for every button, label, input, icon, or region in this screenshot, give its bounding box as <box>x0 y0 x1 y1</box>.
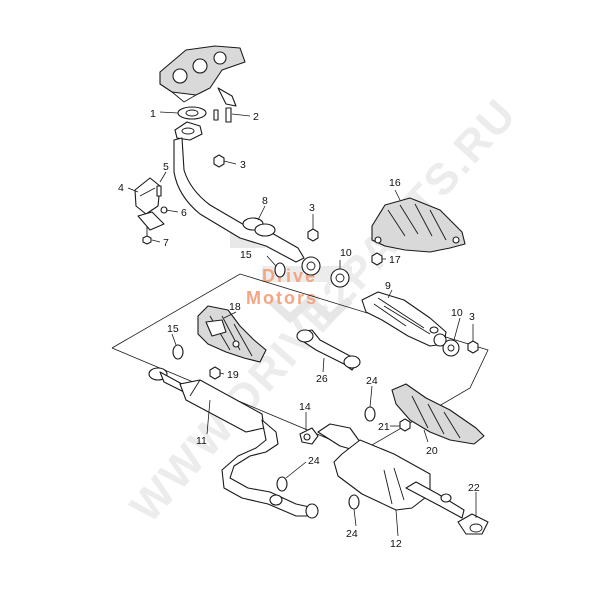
rubber-mount-lower <box>172 344 184 360</box>
stud-bolts <box>213 107 232 123</box>
callout-1: 1 <box>150 108 156 120</box>
rubber-mount-24-mid <box>276 476 288 492</box>
callout-24-mid: 24 <box>308 455 320 467</box>
callout-19: 19 <box>227 369 239 381</box>
callout-26: 26 <box>316 373 328 385</box>
callout-16: 16 <box>389 177 401 189</box>
center-muffler-pipe <box>148 367 319 519</box>
leader-lines <box>127 111 477 537</box>
heat-shield-nut <box>371 252 383 266</box>
gasket-front-converter <box>301 256 321 276</box>
rubber-mount-24-bottom <box>348 494 360 510</box>
callout-18: 18 <box>229 301 241 313</box>
callout-3-top: 3 <box>240 159 246 171</box>
hanger-bracket <box>134 177 168 245</box>
gasket-rear-converter <box>442 339 460 357</box>
flange-nut <box>213 154 225 168</box>
callout-22: 22 <box>468 482 480 494</box>
heat-shield-rear-nut <box>399 418 411 432</box>
callout-6: 6 <box>181 207 187 219</box>
callout-10-upper: 10 <box>340 247 352 259</box>
gasket-mid <box>330 268 350 288</box>
callout-3-mid: 3 <box>309 202 315 214</box>
watermark-logo-line2: Motors <box>246 288 318 308</box>
intermediate-pipe-short <box>296 329 361 371</box>
callout-3-right: 3 <box>469 311 475 323</box>
rear-muffler <box>317 423 465 519</box>
callout-labels: 1 2 3 4 5 6 7 8 3 15 10 16 17 9 10 3 18 … <box>118 108 480 550</box>
hanger-clip <box>299 427 319 445</box>
callout-24-bottom: 24 <box>346 528 358 540</box>
heat-shield-upper <box>371 197 466 253</box>
callout-15-lower: 15 <box>167 323 179 335</box>
catalytic-converter <box>361 291 447 347</box>
callout-21: 21 <box>378 421 390 433</box>
tail-pipe-tip <box>457 513 489 535</box>
heat-shield-lower <box>197 305 267 363</box>
nut-converter-rear <box>467 340 479 354</box>
callout-9: 9 <box>385 280 391 292</box>
callout-24-top: 24 <box>366 375 378 387</box>
callout-7: 7 <box>163 237 169 249</box>
callout-12: 12 <box>390 538 402 550</box>
exhaust-manifold <box>159 45 246 107</box>
callout-11: 11 <box>196 435 207 447</box>
callout-4: 4 <box>118 182 124 194</box>
callout-5: 5 <box>163 161 169 173</box>
front-pipe-flange <box>174 121 203 141</box>
callout-20: 20 <box>426 445 438 457</box>
callout-17: 17 <box>389 254 401 266</box>
heat-shield-lower-nut <box>209 366 221 380</box>
manifold-gasket <box>177 106 207 120</box>
nut-front-pipe <box>307 228 319 242</box>
callout-14: 14 <box>299 401 311 413</box>
rubber-mount-upper <box>274 262 286 278</box>
callout-2: 2 <box>253 111 259 123</box>
rubber-mount-24-top <box>364 406 376 422</box>
heat-shield-rear <box>391 383 485 445</box>
callout-8: 8 <box>262 195 268 207</box>
assembly-frame <box>111 273 489 453</box>
callout-15-upper: 15 <box>240 249 252 261</box>
callout-10-lower: 10 <box>451 307 463 319</box>
front-pipe <box>173 137 305 263</box>
